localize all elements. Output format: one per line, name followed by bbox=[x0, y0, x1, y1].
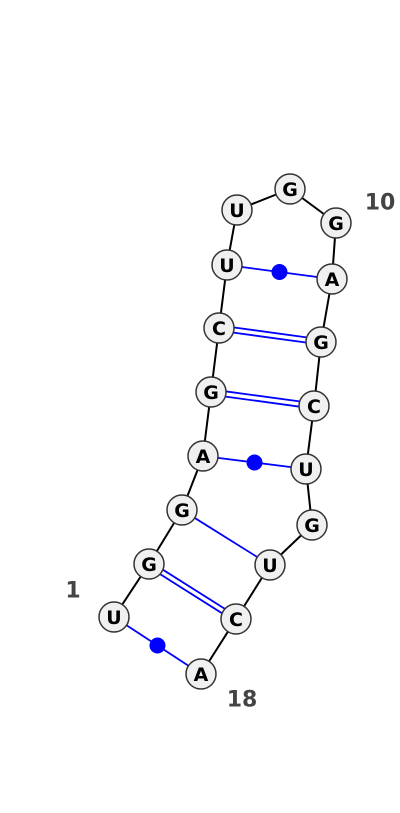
nucleotide-8: U bbox=[221, 194, 253, 226]
nucleotide-6: C bbox=[203, 312, 235, 344]
nucleotide-circle-16 bbox=[254, 549, 286, 581]
nucleotide-circle-12 bbox=[305, 326, 337, 358]
position-label-10: 10 bbox=[365, 191, 396, 216]
nucleotide-circle-13 bbox=[298, 390, 330, 422]
nucleotide-letter-8: U bbox=[229, 200, 244, 222]
nucleotide-circle-2 bbox=[133, 548, 165, 580]
nucleotide-10: G bbox=[320, 207, 352, 239]
nucleotide-circle-8 bbox=[221, 194, 253, 226]
pair-3-16-line bbox=[194, 517, 258, 558]
pair-6-12-line-1 bbox=[234, 326, 307, 339]
nucleotide-letter-2: G bbox=[141, 554, 157, 576]
pair-7-11-wobble-dot bbox=[271, 264, 288, 280]
nucleotide-circle-18 bbox=[185, 658, 217, 690]
position-labels-layer: 1 10 18 bbox=[65, 191, 395, 713]
nucleotides-layer: U G G A G C U U G G A G C U G U C A bbox=[98, 173, 352, 690]
nucleotide-1: U bbox=[98, 601, 130, 633]
nucleotide-14: U bbox=[290, 453, 322, 485]
nucleotide-11: A bbox=[316, 263, 348, 295]
pair-1-18-wobble-dot bbox=[149, 637, 166, 654]
nucleotide-letter-15: G bbox=[304, 515, 320, 537]
nucleotide-17: C bbox=[220, 603, 252, 635]
nucleotide-circle-5 bbox=[195, 376, 227, 408]
nucleotide-16: U bbox=[254, 549, 286, 581]
nucleotide-18: A bbox=[185, 658, 217, 690]
nucleotide-circle-4 bbox=[187, 440, 219, 472]
nucleotide-12: G bbox=[305, 326, 337, 358]
base-pairs-layer bbox=[126, 264, 318, 667]
nucleotide-circle-11 bbox=[316, 263, 348, 295]
nucleotide-letter-10: G bbox=[328, 213, 344, 235]
nucleotide-circle-14 bbox=[290, 453, 322, 485]
nucleotide-circle-17 bbox=[220, 603, 252, 635]
nucleotide-circle-7 bbox=[211, 249, 243, 281]
pair-5-13-line-2 bbox=[225, 395, 299, 408]
nucleotide-9: G bbox=[274, 173, 306, 205]
pair-2-17-line-1 bbox=[162, 569, 226, 610]
nucleotide-circle-9 bbox=[274, 173, 306, 205]
nucleotide-letter-11: A bbox=[325, 269, 340, 291]
nucleotide-letter-6: C bbox=[212, 318, 226, 340]
nucleotide-circle-3 bbox=[166, 494, 198, 526]
nucleotide-3: G bbox=[166, 494, 198, 526]
nucleotide-letter-5: G bbox=[203, 382, 219, 404]
pair-5-13-line-1 bbox=[226, 390, 300, 403]
nucleotide-13: C bbox=[298, 390, 330, 422]
nucleotide-letter-12: G bbox=[313, 332, 329, 354]
nucleotide-letter-18: A bbox=[194, 664, 209, 686]
nucleotide-7: U bbox=[211, 249, 243, 281]
nucleotide-circle-6 bbox=[203, 312, 235, 344]
nucleotide-letter-17: C bbox=[229, 609, 243, 631]
nucleotide-letter-3: G bbox=[174, 500, 190, 522]
nucleotide-circle-1 bbox=[98, 601, 130, 633]
nucleotide-letter-1: U bbox=[106, 607, 121, 629]
position-label-start: 1 bbox=[65, 579, 80, 604]
nucleotide-15: G bbox=[296, 509, 328, 541]
nucleotide-letter-9: G bbox=[282, 179, 298, 201]
pair-6-12-line-2 bbox=[233, 331, 306, 344]
nucleotide-letter-16: U bbox=[262, 555, 277, 577]
nucleotide-5: G bbox=[195, 376, 227, 408]
nucleotide-letter-14: U bbox=[298, 459, 313, 481]
nucleotide-4: A bbox=[187, 440, 219, 472]
nucleotide-circle-15 bbox=[296, 509, 328, 541]
nucleotide-letter-13: C bbox=[307, 396, 321, 418]
pair-2-17-line-2 bbox=[159, 573, 223, 614]
nucleotide-letter-7: U bbox=[219, 255, 234, 277]
position-label-end: 18 bbox=[227, 688, 258, 713]
nucleotide-circle-10 bbox=[320, 207, 352, 239]
nucleotide-2: G bbox=[133, 548, 165, 580]
nucleotide-letter-4: A bbox=[196, 446, 211, 468]
pair-4-14-wobble-dot bbox=[246, 454, 263, 471]
